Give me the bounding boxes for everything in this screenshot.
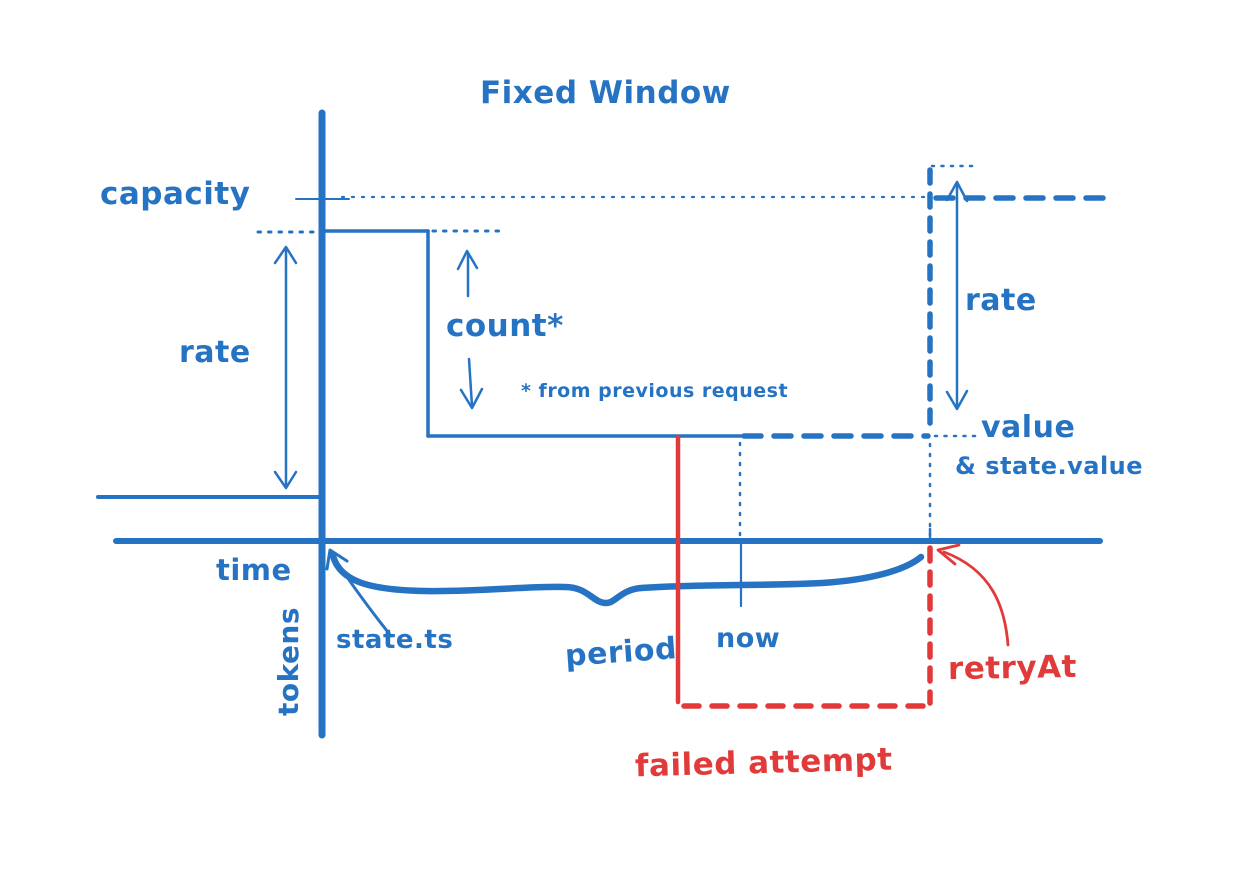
state-value-label: & state.value: [955, 452, 1144, 480]
state-ts-arrowhead: [325, 548, 349, 571]
rate-left-arrowhead-top: [273, 245, 298, 265]
state-ts-label: state.ts: [336, 625, 454, 655]
retry-at-label: retryAt: [947, 648, 1078, 688]
y-axis-label: tokens: [272, 606, 306, 716]
failed-attempt-label: failed attempt: [634, 741, 893, 785]
retry-at-arrowhead: [936, 543, 961, 566]
count-up-arrowhead: [456, 249, 479, 271]
diagram-title: Fixed Window: [480, 75, 731, 111]
count-footnote-label: * from previous request: [521, 380, 789, 402]
capacity-label: capacity: [100, 176, 251, 212]
rate-right-label: rate: [965, 283, 1037, 318]
count-down-arrowhead: [459, 387, 484, 410]
window-span-brace: [329, 552, 925, 607]
period-label: period: [563, 631, 679, 674]
rate-right-arrowhead-top: [945, 180, 969, 203]
count-label: count*: [446, 308, 564, 344]
now-label: now: [716, 623, 781, 654]
retry-at-arrow: [942, 550, 1010, 647]
rate-right-arrowhead-bottom: [945, 389, 969, 411]
count-down-arrow-shaft: [467, 357, 474, 408]
value-label: value: [981, 410, 1076, 445]
rate-left-arrowhead-bottom: [273, 470, 298, 490]
x-axis-label: time: [216, 553, 292, 587]
rate-left-label: rate: [179, 335, 251, 370]
